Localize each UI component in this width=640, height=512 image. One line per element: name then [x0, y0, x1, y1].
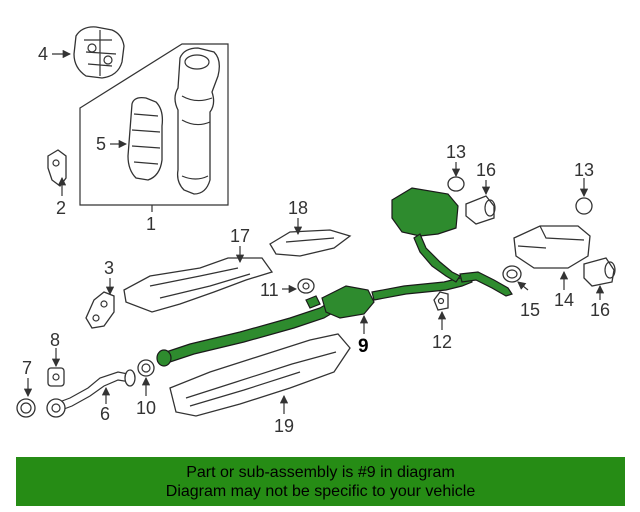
callout-15: 15 — [520, 300, 540, 320]
callout-11: 11 — [260, 280, 279, 300]
part-9-exhaust-pipe-highlighted[interactable] — [156, 187, 513, 367]
callout-12: 12 — [432, 332, 452, 352]
part-14-muffler[interactable] — [513, 225, 591, 269]
callout-14: 14 — [554, 290, 574, 310]
part-12-hanger[interactable] — [433, 291, 449, 311]
part-2-bracket[interactable] — [47, 149, 67, 187]
part-16-tail-pipe-finisher[interactable] — [465, 195, 496, 225]
callout-3: 3 — [104, 258, 114, 278]
part-17-heat-insulator[interactable] — [123, 257, 274, 313]
part-10-gasket[interactable] — [137, 359, 155, 377]
callout-19: 19 — [274, 416, 294, 436]
leader-lines — [23, 49, 605, 414]
part-13-grommet[interactable] — [447, 176, 465, 192]
part-3-bracket[interactable] — [85, 291, 115, 329]
callout-17: 17 — [230, 226, 250, 246]
callout-9: 9 — [358, 336, 369, 357]
callout-7: 7 — [22, 358, 32, 378]
info-banner: Part or sub-assembly is #9 in diagram Di… — [16, 457, 625, 506]
part-4-heat-shield[interactable] — [73, 26, 125, 79]
callout-18: 18 — [288, 198, 308, 218]
part-6-front-pipe[interactable] — [46, 369, 136, 418]
part-7-gasket[interactable] — [16, 398, 36, 418]
banner-line-2: Diagram may not be specific to your vehi… — [165, 482, 476, 500]
catalytic-converter[interactable] — [174, 47, 220, 195]
callout-10: 10 — [136, 398, 156, 418]
callout-6: 6 — [100, 404, 110, 424]
part-8-hanger[interactable] — [47, 367, 65, 387]
part-13-grommet-right[interactable] — [575, 197, 593, 215]
part-16-tail-pipe-finisher-right[interactable] — [583, 257, 616, 287]
banner-line-1: Part or sub-assembly is #9 in diagram — [186, 463, 455, 481]
exhaust-parts-diagram: 4 5 2 1 3 17 18 11 8 7 6 10 9 12 13 16 1… — [16, 26, 616, 436]
callout-13: 13 — [446, 142, 466, 162]
callout-4: 4 — [38, 44, 48, 64]
callout-labels: 4 5 2 1 3 17 18 11 8 7 6 10 9 12 13 16 1… — [22, 44, 610, 436]
callout-2: 2 — [56, 198, 66, 218]
catalytic-converter-assembly-box — [79, 43, 229, 212]
callout-16: 16 — [476, 160, 496, 180]
callout-1: 1 — [146, 214, 156, 234]
part-19-heat-shield[interactable] — [169, 333, 351, 417]
part-5-heat-shield[interactable] — [127, 96, 164, 181]
callout-5: 5 — [96, 134, 106, 154]
part-15-gasket[interactable] — [502, 265, 522, 283]
callout-16-right: 16 — [590, 300, 610, 320]
callout-13-right: 13 — [574, 160, 594, 180]
part-18-heat-insulator[interactable] — [269, 229, 352, 257]
callout-8: 8 — [50, 330, 60, 350]
part-11-grommet[interactable] — [297, 278, 315, 294]
